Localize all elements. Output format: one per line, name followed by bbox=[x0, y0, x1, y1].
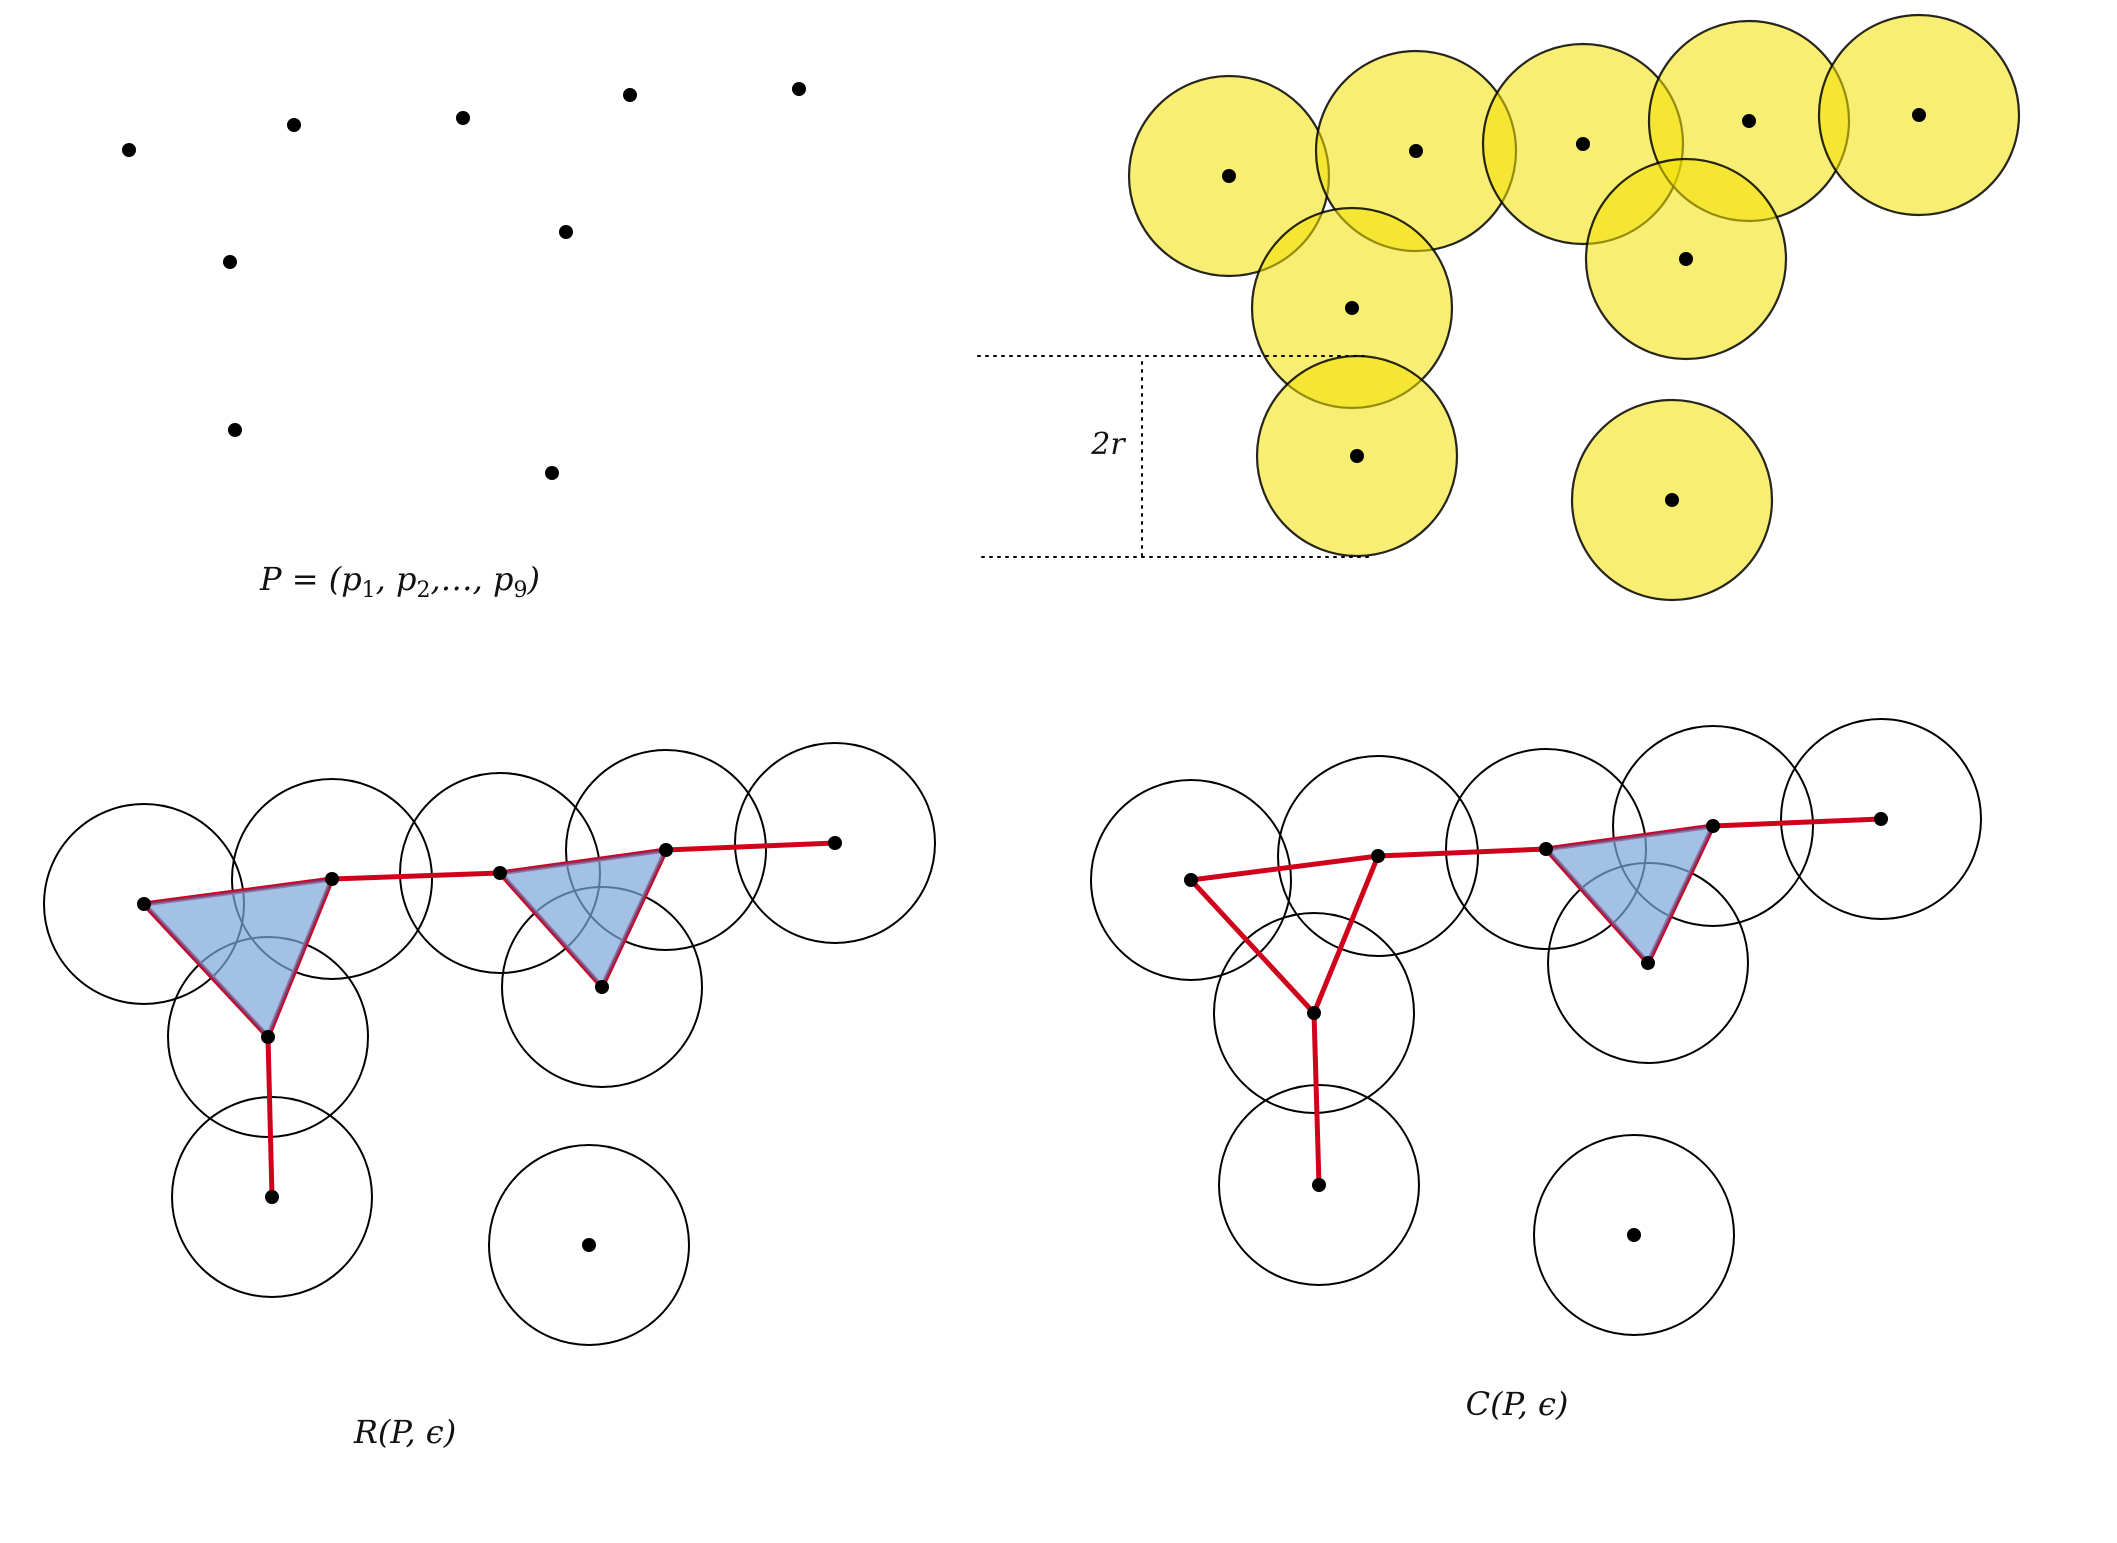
point-cloud-panel bbox=[122, 82, 806, 480]
point-marker bbox=[456, 111, 470, 125]
subscript: 9 bbox=[514, 578, 528, 603]
point-marker bbox=[265, 1190, 279, 1204]
edge bbox=[1311, 1010, 1322, 1188]
edge bbox=[1188, 877, 1317, 1016]
edge bbox=[1375, 846, 1549, 859]
point-marker bbox=[1627, 1228, 1641, 1242]
ball-outline bbox=[1218, 1084, 1420, 1286]
ball-outline bbox=[231, 778, 433, 980]
ball-outline bbox=[1277, 755, 1479, 957]
point-marker bbox=[1874, 812, 1888, 826]
point-marker bbox=[122, 143, 136, 157]
point-marker bbox=[1345, 301, 1359, 315]
point-marker bbox=[1350, 449, 1364, 463]
rips-complex-panel bbox=[43, 742, 936, 1346]
rips-label: R(P, ϵ) bbox=[353, 1413, 456, 1451]
edge bbox=[329, 870, 503, 882]
label-part: , p bbox=[376, 560, 417, 598]
point-marker bbox=[1222, 169, 1236, 183]
ball-outline bbox=[734, 742, 936, 944]
point-marker bbox=[1371, 849, 1385, 863]
subscript: 1 bbox=[362, 578, 376, 603]
point-marker bbox=[792, 82, 806, 96]
subscript: 2 bbox=[417, 578, 431, 603]
point-marker bbox=[228, 423, 242, 437]
point-marker bbox=[1665, 493, 1679, 507]
point-marker bbox=[1576, 137, 1590, 151]
edge bbox=[1311, 853, 1381, 1016]
label-part: ,…, p bbox=[431, 560, 514, 598]
point-marker bbox=[137, 897, 151, 911]
union-of-balls-panel bbox=[1127, 13, 2021, 602]
point-marker bbox=[1409, 144, 1423, 158]
point-marker bbox=[1539, 842, 1553, 856]
ball-outline bbox=[565, 749, 767, 951]
ball-outline bbox=[1090, 779, 1292, 981]
point-marker bbox=[659, 843, 673, 857]
point-marker bbox=[1184, 873, 1198, 887]
ball-outline bbox=[488, 1144, 690, 1346]
cech-label: C(P, ϵ) bbox=[1466, 1385, 1569, 1423]
ball-outline bbox=[1213, 912, 1415, 1114]
ball-outline bbox=[1780, 718, 1982, 920]
point-marker bbox=[595, 980, 609, 994]
ball-outline bbox=[1612, 725, 1814, 927]
point-marker bbox=[1307, 1006, 1321, 1020]
point-set-label: P = (p1, p2,…, p9) bbox=[259, 560, 540, 603]
point-marker bbox=[559, 225, 573, 239]
point-marker bbox=[325, 872, 339, 886]
cech-complex-panel bbox=[1090, 718, 1982, 1336]
triangle-simplex bbox=[1545, 825, 1714, 964]
edge bbox=[663, 840, 838, 853]
point-marker bbox=[1312, 1178, 1326, 1192]
ball-outline bbox=[1533, 1134, 1735, 1336]
edge bbox=[1188, 853, 1381, 883]
label-part: ) bbox=[527, 560, 540, 598]
diameter-label: 2r bbox=[1090, 427, 1126, 462]
point-marker bbox=[1742, 114, 1756, 128]
point-marker bbox=[828, 836, 842, 850]
diameter-annotation bbox=[977, 355, 1371, 558]
edge bbox=[1710, 816, 1884, 829]
point-marker bbox=[287, 118, 301, 132]
point-marker bbox=[1641, 956, 1655, 970]
point-marker bbox=[623, 88, 637, 102]
point-marker bbox=[582, 1238, 596, 1252]
edge bbox=[265, 1034, 275, 1200]
point-marker bbox=[261, 1030, 275, 1044]
point-marker bbox=[1679, 252, 1693, 266]
point-marker bbox=[545, 466, 559, 480]
triangle-simplex bbox=[143, 878, 333, 1038]
point-marker bbox=[223, 255, 237, 269]
label-part: P = (p bbox=[259, 560, 362, 598]
point-marker bbox=[493, 866, 507, 880]
triangle-simplex bbox=[499, 849, 667, 988]
point-marker bbox=[1706, 819, 1720, 833]
point-marker bbox=[1912, 108, 1926, 122]
